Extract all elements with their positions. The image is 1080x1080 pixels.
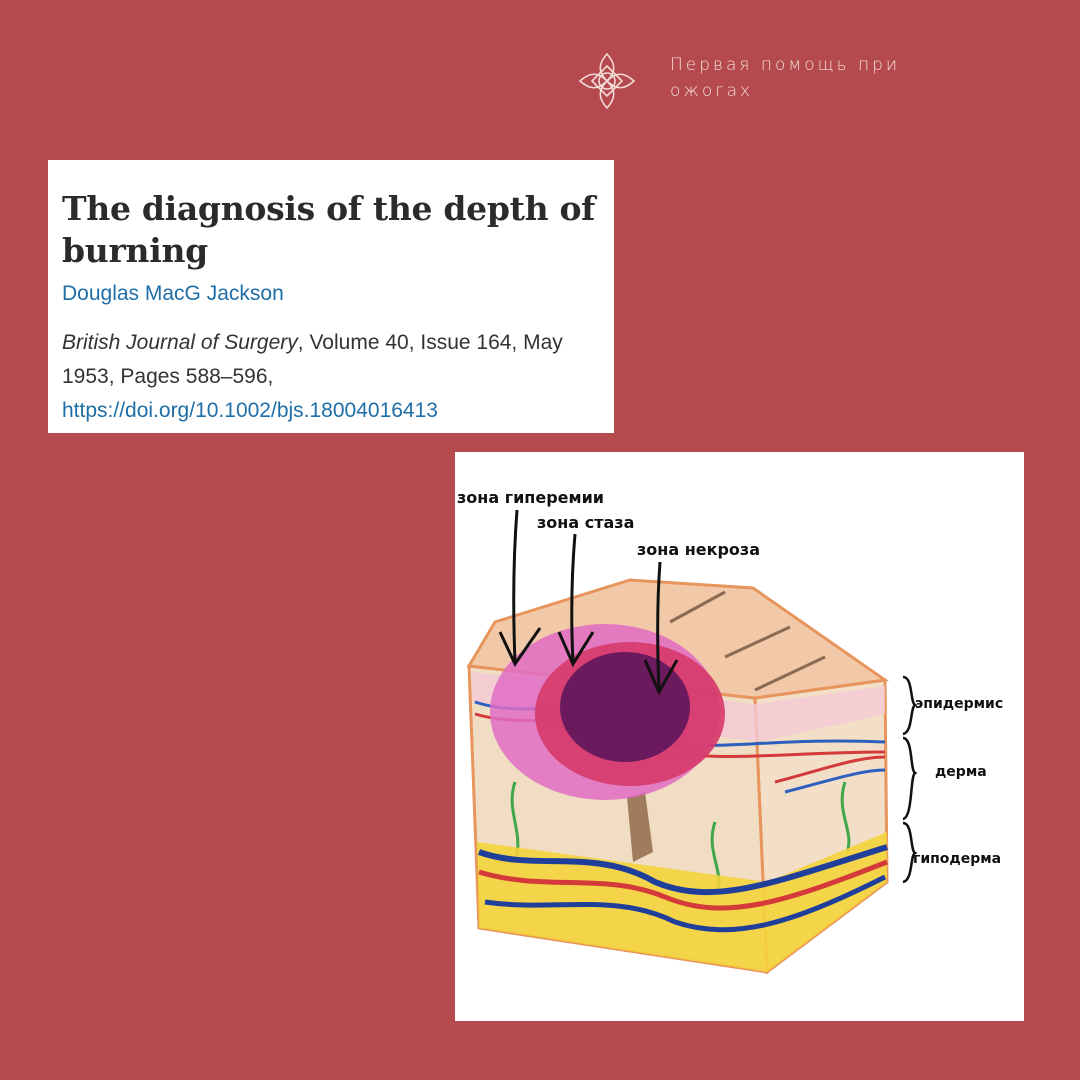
page-title: Первая помощь при ожогах (670, 55, 901, 101)
skin-cross-section-illustration (466, 509, 918, 975)
zone-label-stasis: зона стаза (537, 513, 635, 532)
paper-title: The diagnosis of the depth of burning (62, 189, 596, 270)
four-petal-ornament-icon (578, 52, 636, 110)
zone-label-hyperemia: зона гиперемии (457, 488, 604, 507)
journal-name: British Journal of Surgery (62, 331, 298, 354)
journal-reference: British Journal of Surgery, Volume 40, I… (62, 326, 600, 428)
zone-label-necrosis: зона некроза (637, 540, 761, 559)
citation-card: The diagnosis of the depth of burning Do… (48, 160, 614, 433)
author-link[interactable]: Douglas MacG Jackson (62, 282, 284, 305)
journal-details: , Volume 40, Issue 164, May 1953, Pages … (62, 331, 563, 388)
doi-link[interactable]: https://doi.org/10.1002/bjs.18004016413 (62, 399, 438, 422)
burn-depth-diagram: зона гиперемии зона стаза зона некроза э… (455, 452, 1024, 1021)
layer-label-epidermis: эпидермис (915, 696, 1004, 712)
brand-header: Первая помощь при ожогах (578, 52, 970, 110)
layer-label-hypodermis: гиподерма (913, 851, 1002, 867)
layer-label-dermis: дерма (935, 764, 987, 780)
